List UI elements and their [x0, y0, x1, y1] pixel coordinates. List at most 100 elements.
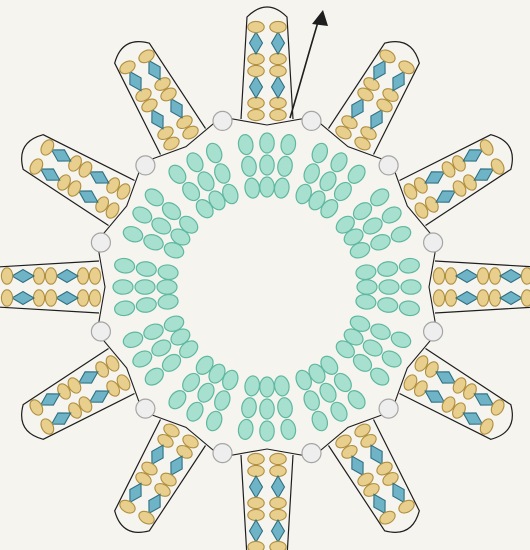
seed-bead-icon	[276, 397, 293, 419]
seed-bead-icon	[130, 204, 155, 226]
seed-bead-icon	[379, 348, 404, 370]
seed-bead-icon	[377, 260, 399, 277]
bicone-crystal-icon	[456, 270, 478, 283]
white-pearl-icon	[91, 233, 110, 252]
white-pearl-icon	[302, 111, 321, 130]
star-points	[0, 7, 530, 550]
seed-bead-icon	[280, 418, 297, 440]
seed-bead-icon	[184, 399, 206, 424]
seed-bead-icon	[157, 293, 179, 310]
gold-seed-bead-icon	[248, 497, 264, 508]
seed-bead-icon	[379, 204, 404, 226]
seed-bead-icon	[369, 321, 393, 342]
seed-bead-icon	[157, 280, 177, 294]
star-point	[398, 124, 522, 226]
white-pearl-icon	[213, 444, 232, 463]
seed-bead-icon	[113, 280, 133, 294]
gold-seed-bead-icon	[270, 109, 286, 120]
white-pearl-icon	[302, 444, 321, 463]
arrow-shaft	[290, 22, 318, 118]
seed-bead-icon	[121, 224, 145, 245]
seed-bead-icon	[355, 264, 377, 281]
gold-seed-bead-icon	[270, 65, 286, 76]
gold-seed-bead-icon	[433, 268, 444, 284]
seed-bead-icon	[121, 329, 145, 350]
gold-seed-bead-icon	[45, 290, 56, 306]
seed-bead-icon	[244, 177, 261, 199]
star-point	[241, 7, 293, 121]
gold-seed-bead-icon	[89, 268, 100, 284]
bicone-crystal-icon	[272, 76, 285, 98]
gold-seed-bead-icon	[477, 290, 488, 306]
seed-bead-icon	[357, 280, 377, 294]
star-point	[328, 32, 430, 156]
gold-seed-bead-icon	[1, 268, 12, 284]
gold-seed-bead-icon	[521, 290, 530, 306]
seed-bead-icon	[212, 389, 233, 413]
gold-seed-bead-icon	[248, 21, 264, 32]
seed-bead-icon	[355, 293, 377, 310]
seed-bead-icon	[184, 150, 206, 175]
seed-bead-icon	[142, 232, 166, 253]
seed-bead-icon	[135, 296, 157, 313]
bicone-crystal-icon	[12, 292, 34, 305]
bicone-crystal-icon	[250, 76, 263, 98]
star-point	[433, 261, 530, 313]
bicone-crystal-icon	[250, 476, 263, 498]
seed-bead-icon	[273, 177, 290, 199]
arrow-icon	[312, 10, 328, 26]
seed-bead-icon	[280, 134, 297, 156]
bicone-crystal-icon	[12, 270, 34, 283]
seed-bead-icon	[240, 155, 257, 177]
white-pearl-icon	[379, 156, 398, 175]
bicone-crystal-icon	[456, 292, 478, 305]
gold-seed-bead-icon	[1, 290, 12, 306]
gold-seed-bead-icon	[248, 541, 264, 550]
seed-bead-icon	[309, 141, 330, 165]
seed-bead-icon	[301, 389, 322, 413]
seed-bead-icon	[301, 162, 322, 186]
gold-seed-bead-icon	[248, 109, 264, 120]
seed-bead-icon	[401, 280, 421, 294]
star-point	[104, 32, 206, 156]
gold-seed-bead-icon	[248, 65, 264, 76]
gold-seed-bead-icon	[89, 290, 100, 306]
gold-seed-bead-icon	[248, 453, 264, 464]
seed-bead-icon	[260, 377, 274, 397]
gold-seed-bead-icon	[270, 541, 286, 550]
seed-bead-icon	[309, 409, 330, 433]
white-pearl-icon	[91, 322, 110, 341]
seed-bead-icon	[157, 264, 179, 281]
bicone-crystal-icon	[272, 520, 285, 542]
star-point	[12, 124, 136, 226]
seed-bead-icon	[260, 133, 274, 153]
seed-bead-icon	[135, 260, 157, 277]
seed-bead-icon	[369, 232, 393, 253]
seed-bead-icon	[389, 224, 413, 245]
gold-seed-bead-icon	[433, 290, 444, 306]
seed-bead-icon	[244, 375, 261, 397]
seed-bead-icon	[398, 300, 420, 317]
bicone-crystal-icon	[272, 476, 285, 498]
seed-bead-icon	[204, 141, 225, 165]
seed-bead-icon	[135, 280, 155, 294]
bicone-crystal-icon	[272, 32, 285, 54]
bicone-crystal-icon	[56, 270, 78, 283]
seed-bead-icon	[114, 300, 136, 317]
seed-bead-icon	[398, 257, 420, 274]
seed-bead-icon	[276, 155, 293, 177]
seed-bead-icon	[260, 399, 274, 419]
gold-seed-bead-icon	[477, 268, 488, 284]
star-point	[398, 348, 522, 450]
seed-bead-icon	[328, 399, 350, 424]
seed-bead-icon	[377, 296, 399, 313]
bicone-crystal-icon	[56, 292, 78, 305]
white-pearl-icon	[379, 399, 398, 418]
white-pearl-icon	[136, 156, 155, 175]
seed-bead-icon	[260, 177, 274, 197]
star-point	[241, 453, 293, 550]
seed-bead-icon	[130, 348, 155, 370]
bicone-crystal-icon	[250, 32, 263, 54]
gold-seed-bead-icon	[521, 268, 530, 284]
